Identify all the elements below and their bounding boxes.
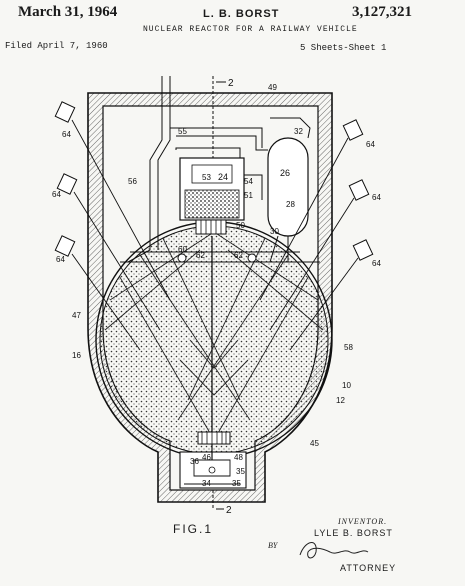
inventor-heading: INVENTOR.	[338, 517, 388, 526]
ref-53: 53	[202, 173, 211, 182]
ref-50: 50	[236, 221, 245, 230]
ref-24: 24	[218, 172, 228, 182]
ref-51: 51	[244, 191, 253, 200]
ref-58: 58	[344, 343, 353, 352]
ref-46: 46	[202, 453, 211, 462]
sheet-count: 5 Sheets-Sheet 1	[300, 43, 387, 53]
instrument-probes	[54, 101, 374, 351]
attorney-signature	[299, 542, 369, 559]
ref-60: 60	[178, 245, 187, 254]
ref-64-c: 64	[56, 255, 65, 264]
patent-number: 3,127,321	[352, 4, 412, 20]
ref-34: 34	[202, 479, 211, 488]
coolant-tank	[267, 137, 309, 237]
ref-12: 12	[336, 396, 345, 405]
ref-32: 32	[294, 127, 303, 136]
ref-48: 48	[234, 453, 243, 462]
reference-numerals: 64 64 64 64 64 64 49 55 32 56 53 24 26 5…	[52, 78, 381, 516]
ref-54: 54	[244, 177, 253, 186]
patent-date: March 31, 1964	[18, 4, 118, 20]
inventor-header: L. B. BORST	[203, 8, 280, 20]
attorney-label: ATTORNEY	[340, 563, 397, 573]
ref-36: 36	[190, 457, 199, 466]
ref-56: 56	[128, 177, 137, 186]
ref-64-e: 64	[372, 193, 381, 202]
outlet-box	[179, 444, 247, 489]
ref-62-b: 62	[234, 251, 243, 260]
ref-47: 47	[72, 311, 81, 320]
ref-28: 28	[286, 200, 295, 209]
ref-45: 45	[310, 439, 319, 448]
fuel-hopper	[179, 157, 245, 235]
filed-date: Filed April 7, 1960	[5, 41, 108, 51]
ref-10: 10	[342, 381, 351, 390]
by-label: BY	[268, 541, 278, 550]
ref-35: 35	[236, 467, 245, 476]
figure-label: FIG.1	[173, 522, 214, 536]
ref-64-d: 64	[366, 140, 375, 149]
inventor-name: LYLE B. BORST	[314, 528, 393, 538]
section-arrows	[216, 81, 226, 510]
ref-30: 30	[270, 227, 279, 236]
ref-35-b: 35	[232, 479, 241, 488]
ref-62-a: 62	[196, 251, 205, 260]
ref-64-a: 64	[62, 130, 71, 139]
ref-16: 16	[72, 351, 81, 360]
ref-64-b: 64	[52, 190, 61, 199]
piping	[120, 76, 320, 510]
ref-55: 55	[178, 127, 187, 136]
ref-26: 26	[280, 168, 290, 178]
ref-49: 49	[268, 83, 277, 92]
ref-64-f: 64	[372, 259, 381, 268]
patent-title: NUCLEAR REACTOR FOR A RAILWAY VEHICLE	[143, 25, 358, 34]
section-marker-top: 2	[228, 78, 234, 89]
section-marker-bottom: 2	[226, 505, 232, 516]
